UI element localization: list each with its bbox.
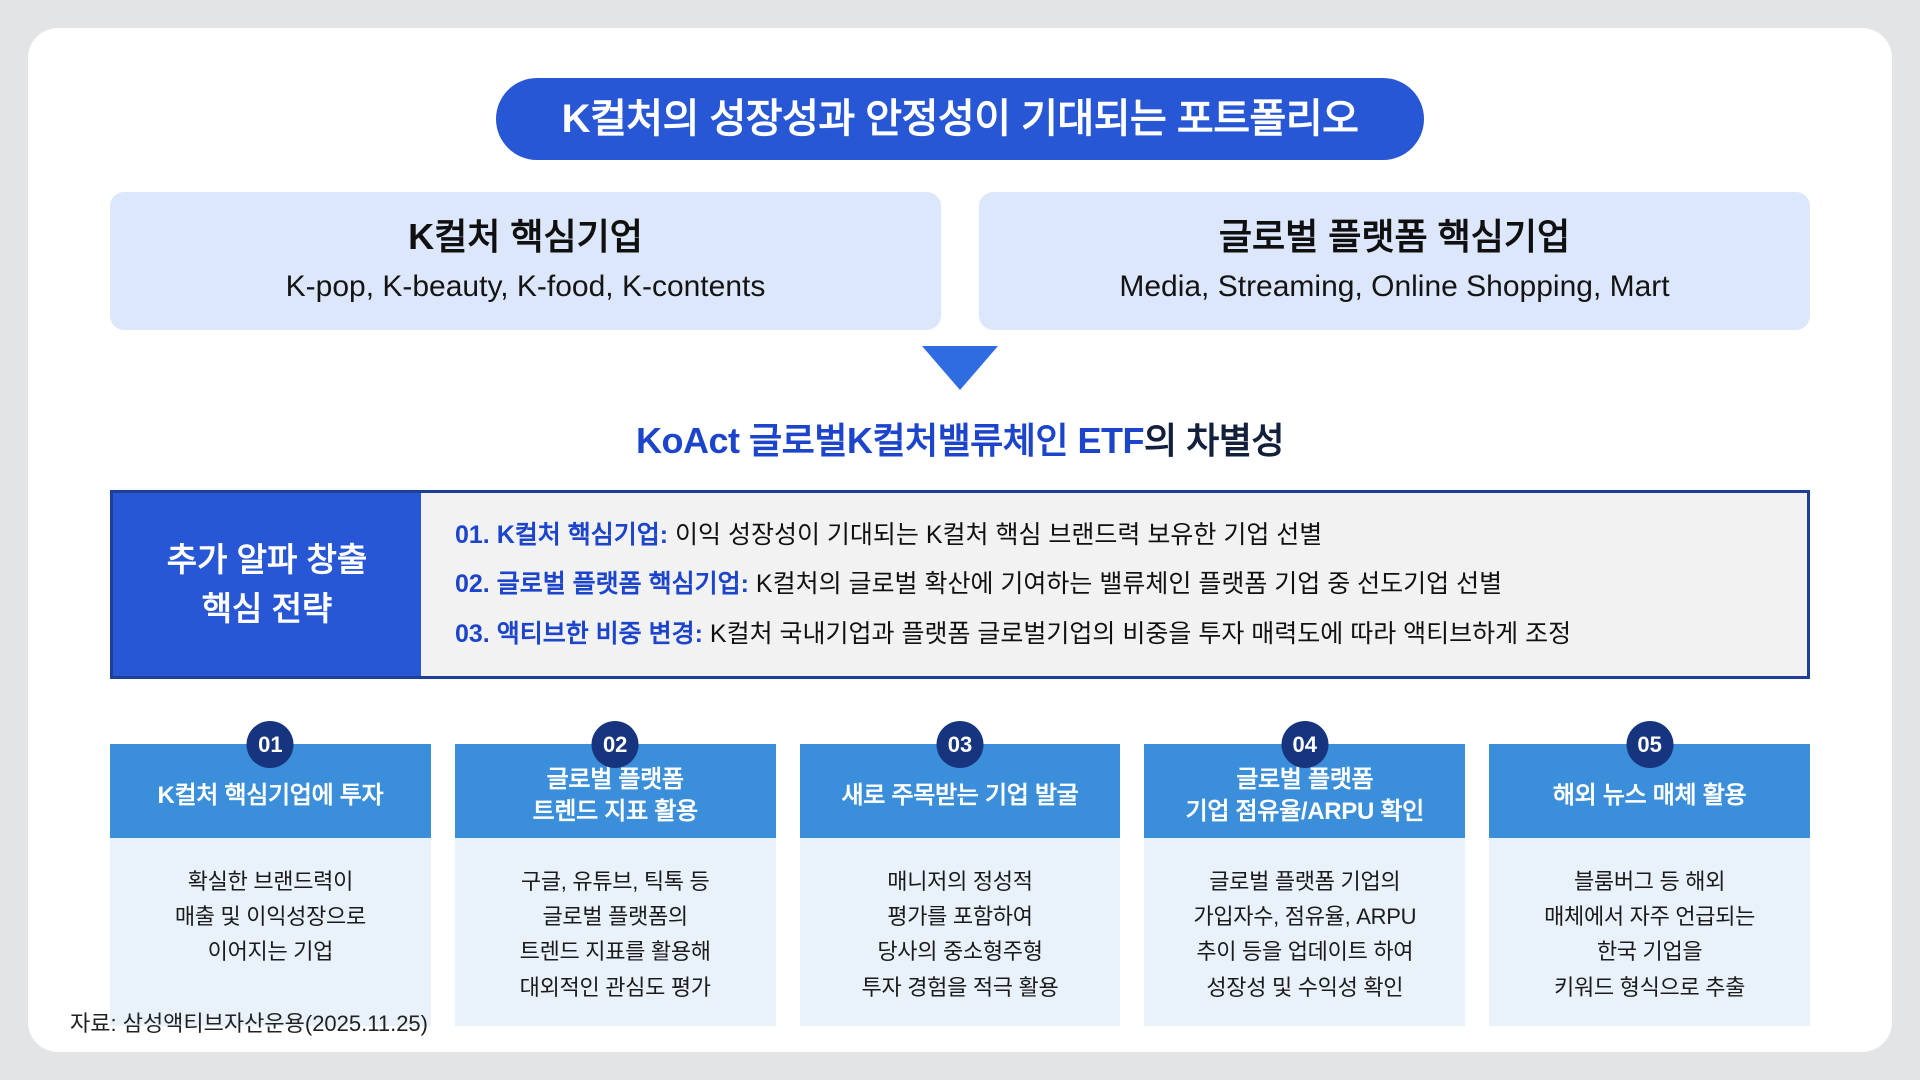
process-card-1: 01 K컬처 핵심기업에 투자 확실한 브랜드력이 매출 및 이익성장으로 이어… [110, 721, 431, 1026]
kculture-core-box: K컬처 핵심기업 K-pop, K-beauty, K-food, K-cont… [110, 192, 941, 330]
global-platform-box: 글로벌 플랫폼 핵심기업 Media, Streaming, Online Sh… [979, 192, 1810, 330]
card-4-title: 글로벌 플랫폼 기업 점유율/ARPU 확인 [1144, 744, 1466, 838]
infographic-card: K컬처의 성장성과 안정성이 기대되는 포트폴리오 K컬처 핵심기업 K-pop… [28, 28, 1892, 1052]
card-3-number-badge: 03 [936, 721, 984, 768]
process-card-3: 03 새로 주목받는 기업 발굴 매니저의 정성적 평가를 포함하여 당사의 중… [799, 721, 1121, 1026]
process-cards: 01 K컬처 핵심기업에 투자 확실한 브랜드력이 매출 및 이익성장으로 이어… [110, 721, 1810, 1026]
strategy-item-2-label: 02. 글로벌 플랫폼 핵심기업: [455, 570, 749, 598]
strategy-item-1-label: 01. K컬처 핵심기업: [455, 520, 669, 549]
kculture-core-title: K컬처 핵심기업 [408, 216, 643, 257]
strategy-box: 추가 알파 창출 핵심 전략 01. K컬처 핵심기업:이익 성장성이 기대되는… [110, 489, 1810, 679]
card-5-description: 블룸버그 등 해외 매체에서 자주 언급되는 한국 기업을 키워드 형식으로 추… [1489, 838, 1810, 1026]
card-4-description: 글로벌 플랫폼 기업의 가입자수, 점유율, ARPU 추이 등을 업데이트 하… [1144, 838, 1466, 1026]
etf-title-rest: 의 차별성 [1144, 419, 1285, 461]
etf-differentiation-title: KoAct 글로벌K컬처밸류체인 ETF의 차별성 [110, 412, 1810, 464]
strategy-item-1-text: 이익 성장성이 기대되는 K컬처 핵심 브랜드력 보유한 기업 선별 [675, 520, 1323, 549]
strategy-items: 01. K컬처 핵심기업:이익 성장성이 기대되는 K컬처 핵심 브랜드력 보유… [421, 493, 1807, 677]
kculture-core-subtitle: K-pop, K-beauty, K-food, K-contents [285, 270, 766, 303]
card-5-number-badge: 05 [1626, 721, 1674, 768]
card-4-number-badge: 04 [1281, 721, 1329, 768]
content-area: K컬처의 성장성과 안정성이 기대되는 포트폴리오 K컬처 핵심기업 K-pop… [110, 28, 1810, 1026]
card-2-description: 구글, 유튜브, 틱톡 등 글로벌 플랫폼의 트렌드 지표를 활용해 대외적인 … [454, 838, 776, 1026]
strategy-item-3-label: 03. 액티브한 비중 변경: [455, 619, 703, 648]
global-platform-title: 글로벌 플랫폼 핵심기업 [1218, 216, 1571, 257]
header-banner: K컬처의 성장성과 안정성이 기대되는 포트폴리오 [495, 78, 1425, 160]
card-3-description: 매니저의 정성적 평가를 포함하여 당사의 중소형주형 투자 경험을 적극 활용 [799, 838, 1121, 1026]
card-1-number-badge: 01 [246, 721, 294, 768]
card-1-description: 확실한 브랜드력이 매출 및 이익성장으로 이어지는 기업 [110, 838, 431, 1026]
strategy-item-3-text: K컬처 국내기업과 플랫폼 글로벌기업의 비중을 투자 매력도에 따라 액티브하… [709, 619, 1572, 648]
etf-name-highlight: KoAct 글로벌K컬처밸류체인 ETF [635, 419, 1145, 461]
global-platform-subtitle: Media, Streaming, Online Shopping, Mart [1119, 270, 1670, 303]
strategy-item-3: 03. 액티브한 비중 변경:K컬처 국내기업과 플랫폼 글로벌기업의 비중을 … [455, 618, 1773, 651]
down-arrow-icon [922, 345, 998, 390]
process-card-4: 04 글로벌 플랫폼 기업 점유율/ARPU 확인 글로벌 플랫폼 기업의 가입… [1144, 721, 1466, 1026]
strategy-label: 추가 알파 창출 핵심 전략 [113, 492, 421, 676]
process-card-5: 05 해외 뉴스 매체 활용 블룸버그 등 해외 매체에서 자주 언급되는 한국… [1489, 721, 1810, 1026]
portfolio-boxes: K컬처 핵심기업 K-pop, K-beauty, K-food, K-cont… [110, 192, 1810, 330]
strategy-item-2-text: K컬처의 글로벌 확산에 기여하는 밸류체인 플랫폼 기업 중 선도기업 선별 [755, 570, 1503, 598]
strategy-item-2: 02. 글로벌 플랫폼 핵심기업:K컬처의 글로벌 확산에 기여하는 밸류체인 … [455, 568, 1773, 601]
card-2-number-badge: 02 [591, 721, 639, 768]
strategy-item-1: 01. K컬처 핵심기업:이익 성장성이 기대되는 K컬처 핵심 브랜드력 보유… [455, 519, 1773, 552]
process-card-2: 02 글로벌 플랫폼 트렌드 지표 활용 구글, 유튜브, 틱톡 등 글로벌 플… [454, 721, 776, 1026]
source-note: 자료: 삼성액티브자산운용(2025.11.25) [70, 1011, 428, 1036]
